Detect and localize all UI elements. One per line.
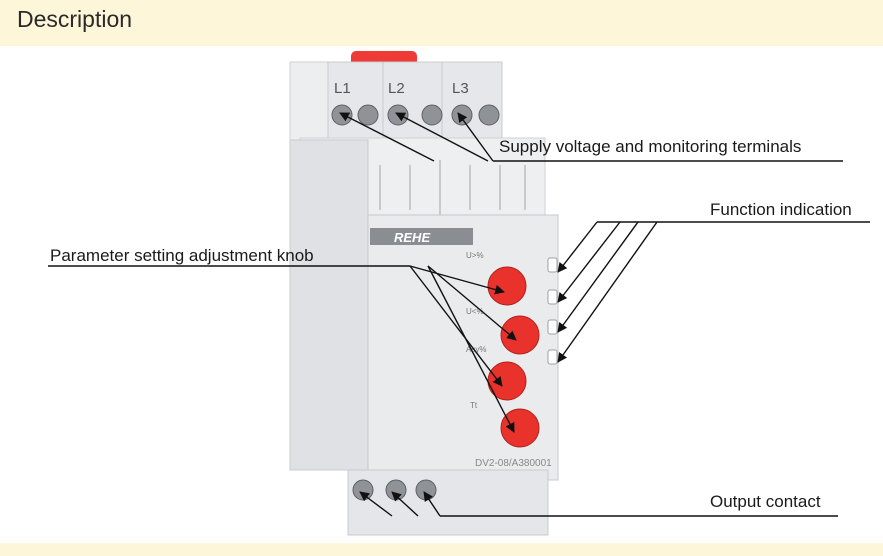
knob-label-asymmetry: Asy% [466,345,486,354]
knob-label-undervoltage: U<% [466,307,484,316]
callout-output-contact: Output contact [710,492,821,511]
knob-label-time: Tt [470,401,478,410]
terminal-label-l1: L1 [334,80,351,97]
callout-leaders [48,112,870,517]
adjustment-knobs [487,266,540,448]
callout-function-indication: Function indication [710,200,852,219]
terminal-label-l3: L3 [452,80,469,97]
lower-terminal-block [347,469,549,536]
section-header: Description [0,0,883,46]
callout-supply-terminals: Supply voltage and monitoring terminals [499,137,802,156]
callout-parameter-knob: Parameter setting adjustment knob [50,246,314,265]
terminal-label-l2: L2 [388,80,405,97]
knob-label-overvoltage: U>% [466,251,484,260]
housing-side [289,139,369,471]
brand-band [370,228,473,245]
function-indicator-leds [547,257,558,365]
brand-logo: REHE [394,230,430,245]
terminal-screws-bottom [352,479,437,501]
section-title: Description [17,6,133,32]
model-number: DV2-08/A380001 [475,458,552,469]
footer-band [0,543,883,556]
